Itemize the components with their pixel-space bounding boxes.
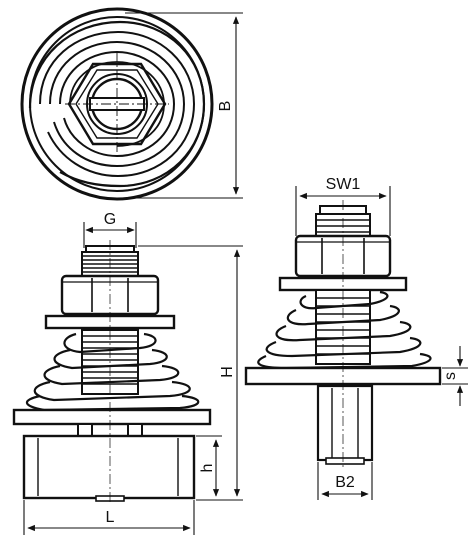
dimension-h-label: h	[199, 464, 216, 473]
dimension-s-label: s	[442, 372, 459, 380]
right-side-view	[244, 200, 442, 470]
dimension-h: h	[196, 435, 222, 497]
dimension-B2-label: B2	[335, 474, 355, 491]
dimension-G-label: G	[104, 211, 116, 228]
dimension-s: s	[442, 346, 468, 406]
dimension-SW1-label: SW1	[326, 176, 361, 193]
dimension-SW1: SW1	[295, 176, 391, 236]
dimension-B-label: B	[217, 101, 234, 112]
dimension-H: H	[138, 245, 243, 501]
dimension-H-label: H	[219, 366, 236, 378]
dimension-L: L	[23, 500, 195, 535]
dimension-B2: B2	[317, 462, 373, 500]
dimension-L-label: L	[106, 509, 115, 526]
top-view	[20, 7, 214, 201]
left-side-view	[12, 240, 212, 505]
dimension-G: G	[83, 211, 137, 248]
dimension-B: B	[125, 12, 243, 199]
